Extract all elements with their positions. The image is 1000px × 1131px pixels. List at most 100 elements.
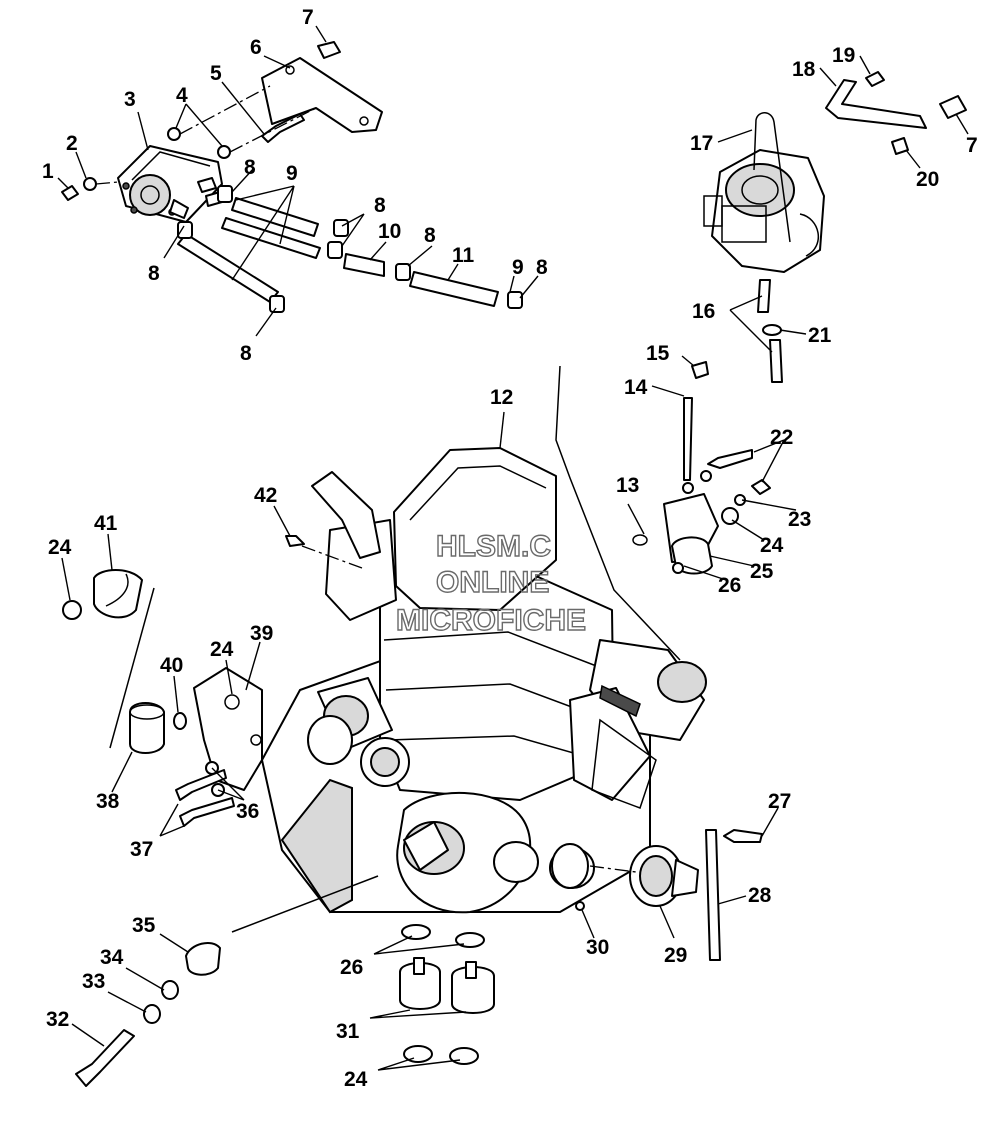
callout-6: 6 <box>250 36 262 59</box>
callout-14: 14 <box>624 376 648 399</box>
bolt <box>75 1029 135 1087</box>
callout-33: 33 <box>82 970 105 993</box>
nut <box>721 507 739 525</box>
nut <box>167 127 181 141</box>
vent-tube <box>753 112 791 243</box>
callout-16: 16 <box>692 300 715 323</box>
fuel-lines <box>177 185 523 313</box>
callout-19: 19 <box>832 44 855 67</box>
watermark-line-3: MICROFICHE <box>396 604 586 637</box>
callout-4: 4 <box>176 84 188 107</box>
spacer <box>185 941 221 976</box>
callout-28: 28 <box>748 884 772 907</box>
callout-12: 12 <box>490 386 513 409</box>
clamp <box>395 263 411 281</box>
spacer <box>939 95 967 119</box>
bolt <box>751 479 771 495</box>
callout-22: 22 <box>770 426 793 449</box>
spacer <box>317 41 341 59</box>
rubber-mount <box>129 702 165 754</box>
callout-23: 23 <box>788 508 811 531</box>
callout-8: 8 <box>244 156 256 179</box>
callout-37: 37 <box>130 838 153 861</box>
bolt <box>723 829 763 843</box>
callout-8: 8 <box>424 224 436 247</box>
callout-8: 8 <box>240 342 252 365</box>
nut <box>62 600 82 620</box>
callout-10: 10 <box>378 220 401 243</box>
fuel-pump-assembly <box>61 41 383 223</box>
screw <box>575 901 585 911</box>
callout-15: 15 <box>646 342 670 365</box>
clamp <box>507 291 523 309</box>
fuel-filter <box>343 253 385 277</box>
callout-34: 34 <box>100 946 124 969</box>
watermark-line-1: HLSM.C <box>436 530 551 563</box>
callout-11: 11 <box>452 244 475 267</box>
ground-strap <box>705 829 721 961</box>
carburetor-bracket <box>825 79 927 129</box>
fuel-line <box>221 217 321 259</box>
washer <box>83 177 97 191</box>
bolt <box>179 797 235 827</box>
watermark-line-2: ONLINE <box>436 566 549 599</box>
washer <box>700 470 712 482</box>
callout-24: 24 <box>210 638 234 661</box>
callout-7: 7 <box>966 134 978 157</box>
bolt <box>261 113 305 143</box>
nut <box>217 145 231 159</box>
callout-24: 24 <box>760 534 784 557</box>
fuel-line <box>409 271 499 307</box>
callout-31: 31 <box>336 1020 360 1043</box>
callout-41: 41 <box>94 512 118 535</box>
rubber-mount <box>399 962 441 1010</box>
ground-strap <box>683 397 693 481</box>
throttle-cable <box>555 365 681 661</box>
carburetor-assembly <box>703 71 967 383</box>
callout-42: 42 <box>254 484 277 507</box>
callout-5: 5 <box>210 62 222 85</box>
screw <box>61 185 79 201</box>
callout-8: 8 <box>374 194 386 217</box>
fuel-line <box>177 233 279 303</box>
callout-26: 26 <box>340 956 363 979</box>
nut <box>449 1047 479 1065</box>
callout-3: 3 <box>124 88 136 111</box>
callout-25: 25 <box>750 560 774 583</box>
damper <box>93 569 143 619</box>
callout-32: 32 <box>46 1008 69 1031</box>
callout-8: 8 <box>536 256 548 279</box>
callout-35: 35 <box>132 914 156 937</box>
bolt <box>691 361 709 379</box>
bolt <box>707 449 753 469</box>
fuel-line <box>231 197 319 237</box>
callout-21: 21 <box>808 324 832 347</box>
intake-tube <box>311 471 381 559</box>
callout-18: 18 <box>792 58 816 81</box>
callout-30: 30 <box>586 936 609 959</box>
mounting-hardware <box>62 361 771 1087</box>
callout-9: 9 <box>286 162 298 185</box>
callout-8: 8 <box>148 262 160 285</box>
washer <box>762 324 782 336</box>
clamp <box>177 221 193 239</box>
callout-27: 27 <box>768 790 791 813</box>
rubber-mount <box>451 966 495 1014</box>
cylinder-head-cover <box>393 447 557 611</box>
clamp <box>333 219 349 237</box>
washer <box>143 1004 161 1024</box>
callout-20: 20 <box>916 168 939 191</box>
clamp <box>269 295 285 313</box>
engine-bracket <box>193 667 263 791</box>
callout-38: 38 <box>96 790 120 813</box>
coupler-sleeve <box>551 843 589 889</box>
callout-7: 7 <box>302 6 314 29</box>
washer <box>672 562 684 574</box>
watermark: HLSM.C ONLINE MICROFICHE <box>395 529 586 637</box>
callout-24: 24 <box>344 1068 368 1091</box>
callout-26: 26 <box>718 574 741 597</box>
bolt <box>175 769 227 801</box>
washer <box>401 924 431 940</box>
callout-labels: 1 2 3 4 5 6 7 8 9 8 10 8 11 9 8 8 8 12 1… <box>42 6 978 1091</box>
